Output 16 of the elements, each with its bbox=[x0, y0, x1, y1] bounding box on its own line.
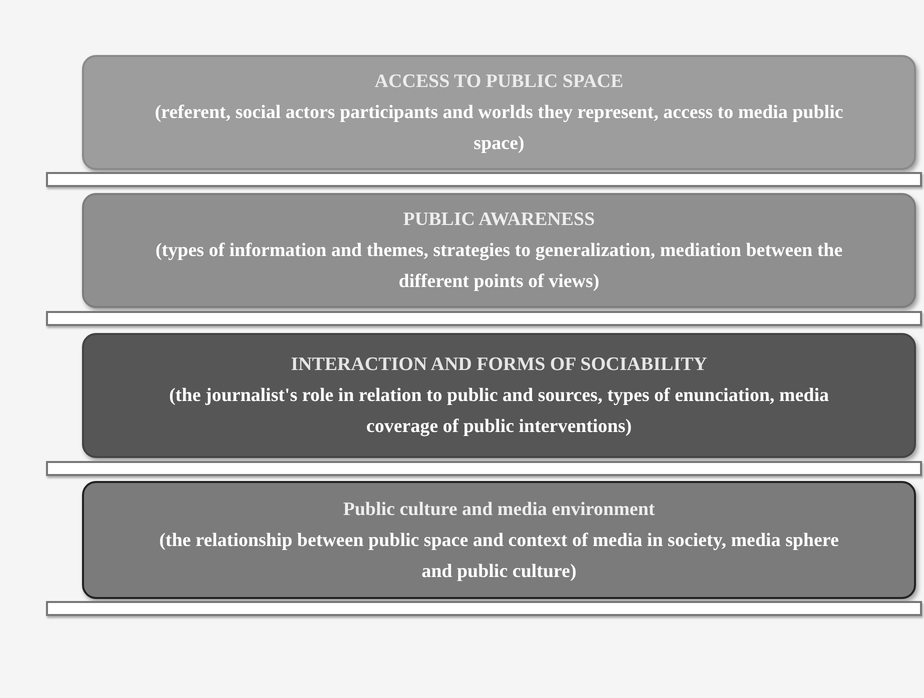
shelf-bar bbox=[46, 172, 922, 187]
layer-description: (the relationship between public space and context of media in society, media sphere and public culture) bbox=[158, 528, 840, 584]
layer-box bbox=[82, 193, 916, 308]
layer-description: (the journalist's role in relation to public and sources, types of enunciation, media coverage of public interventions) bbox=[168, 384, 830, 439]
layer-box bbox=[82, 55, 916, 170]
layer-box bbox=[82, 481, 916, 599]
shelf-bar bbox=[46, 461, 922, 476]
layer-heading: INTERACTION AND FORMS OF SOCIABILITY bbox=[290, 353, 708, 377]
layer-heading: PUBLIC AWARENESS bbox=[403, 208, 595, 232]
layer-box bbox=[82, 333, 916, 458]
layer-description: (referent, social actors participants and worlds they represent, access to media public space) bbox=[154, 101, 844, 156]
layer-description: (types of information and themes, strategies to generalization, mediation between the different points of views) bbox=[154, 239, 844, 294]
shelf-bar bbox=[46, 601, 922, 616]
layer-heading: ACCESS TO PUBLIC SPACE bbox=[374, 70, 624, 94]
layer-heading: Public culture and media environment bbox=[343, 498, 655, 522]
shelf-bar bbox=[46, 311, 922, 326]
